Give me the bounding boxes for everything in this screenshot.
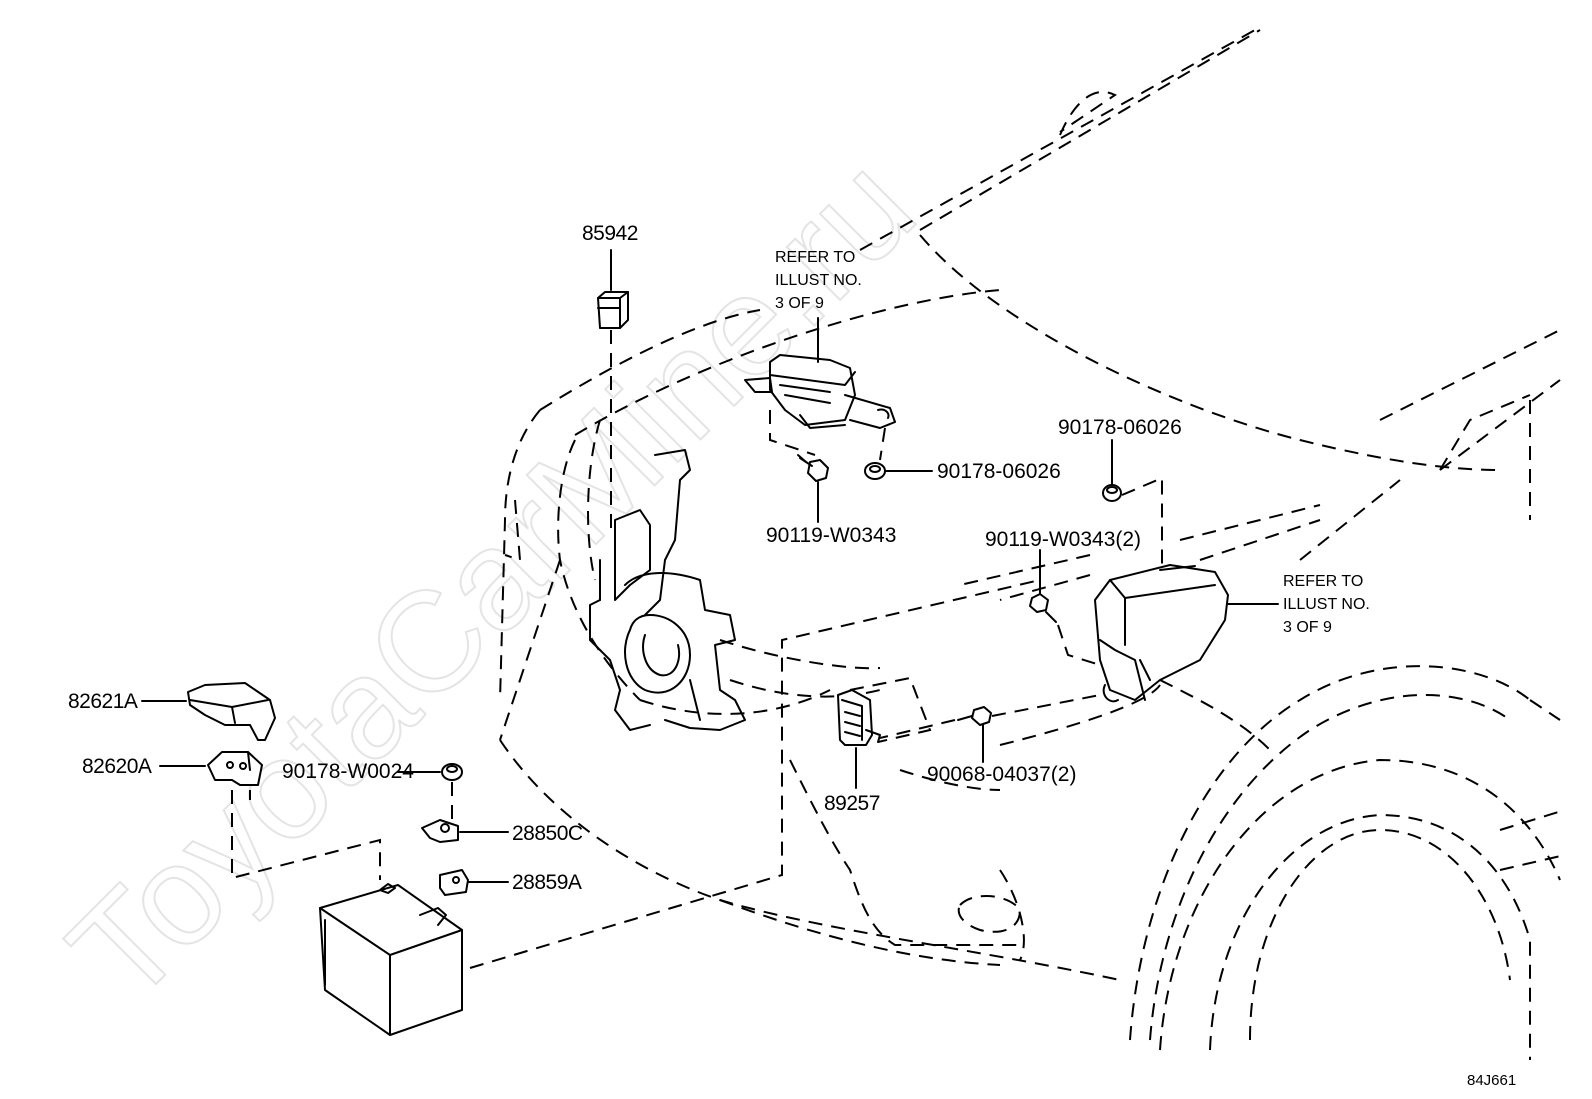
label-90178-06026-a: 90178-06026: [937, 460, 1061, 483]
battery-dash: [469, 579, 1041, 969]
figure-code: 84J661: [1467, 1072, 1516, 1089]
part-89257-sensor[interactable]: [837, 689, 881, 746]
ecu-nut-dash: [879, 427, 886, 461]
washer-reservoir: [589, 449, 746, 731]
label-85942: 85942: [582, 222, 638, 245]
part-82621A-cover[interactable]: [187, 682, 276, 741]
part-90178-06026-nut-a[interactable]: [864, 462, 886, 480]
label-90068-04037-2: 90068-04037(2): [927, 763, 1076, 786]
nut-b-dash: [1121, 476, 1163, 570]
label-90119-W0343-2: 90119-W0343(2): [985, 528, 1141, 551]
part-82620A-bracket[interactable]: [207, 751, 263, 786]
svg-text:REFER TO: REFER TO: [1283, 573, 1363, 590]
sensor-dash: [849, 676, 932, 743]
part-90178-W0024-nut[interactable]: [441, 763, 463, 781]
label-28859A: 28859A: [512, 871, 582, 894]
label-90119-W0343: 90119-W0343: [766, 524, 896, 547]
part-90178-06026-nut-b[interactable]: [1102, 484, 1122, 502]
svg-text:ILLUST NO.: ILLUST NO.: [775, 272, 862, 289]
bolt-2-dash: [1057, 624, 1101, 666]
part-85942-relay[interactable]: [597, 291, 629, 329]
bracket-dash: [231, 790, 381, 880]
label-28850C: 28850C: [512, 822, 583, 845]
ecu-bolt-dash: [769, 410, 816, 456]
svg-text:REFER TO: REFER TO: [775, 249, 855, 266]
label-89257: 89257: [824, 792, 880, 815]
label-90178-06026-b: 90178-06026: [1058, 416, 1182, 439]
part-junction-block[interactable]: [1094, 564, 1229, 703]
part-90119-W0343-bolt[interactable]: [797, 454, 829, 482]
note-top-refer: REFER TO ILLUST NO. 3 OF 9: [775, 249, 862, 312]
part-90068-04037-2-bolt[interactable]: [957, 706, 992, 726]
note-right-refer: REFER TO ILLUST NO. 3 OF 9: [1283, 573, 1370, 636]
bolt-3-dash: [879, 719, 956, 739]
vehicle-outline: [499, 29, 1566, 1060]
part-top-ecu[interactable]: [744, 354, 896, 429]
part-28859A-terminal[interactable]: [439, 869, 469, 896]
svg-text:ILLUST NO.: ILLUST NO.: [1283, 596, 1370, 613]
label-82620A: 82620A: [82, 755, 152, 778]
part-28850C-terminal[interactable]: [421, 819, 459, 843]
svg-text:3 OF 9: 3 OF 9: [775, 295, 824, 312]
svg-text:3 OF 9: 3 OF 9: [1283, 619, 1332, 636]
label-82621A: 82621A: [68, 690, 138, 713]
part-90119-W0343-2-bolt[interactable]: [1029, 593, 1057, 623]
part-battery[interactable]: [319, 883, 463, 1036]
bolt-3-dash-b: [991, 694, 1101, 717]
label-90178-W0024: 90178-W0024: [282, 760, 414, 783]
